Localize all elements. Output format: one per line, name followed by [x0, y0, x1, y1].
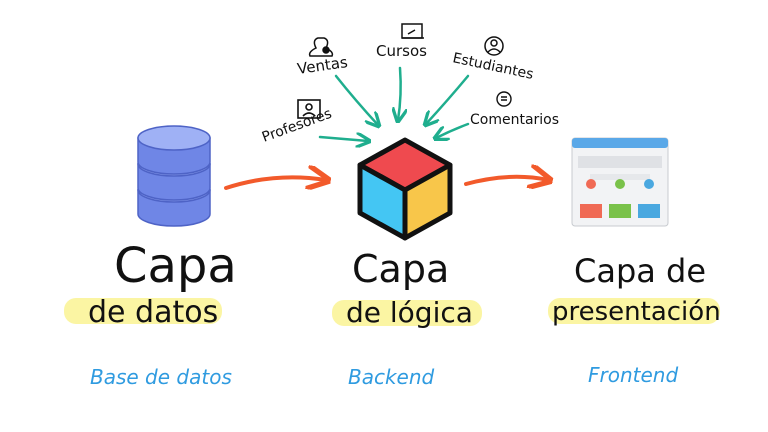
arrow-logica-to-presentacion — [464, 177, 548, 184]
layer-logica-title: Capa — [352, 247, 449, 291]
web-page-icon — [571, 137, 669, 227]
arrow-estudiantes — [426, 74, 470, 124]
arrow-profesores — [318, 137, 368, 141]
cube-icon — [357, 137, 453, 241]
highlight-logica — [332, 300, 482, 326]
arrow-datos-to-logica — [224, 177, 326, 188]
module-label-profesores: Profesores — [260, 106, 334, 146]
presentation-board-icon — [401, 23, 424, 39]
database-icon — [137, 125, 211, 227]
arrow-comentarios — [436, 122, 470, 138]
module-label-comentarios: Comentarios — [470, 112, 559, 128]
money-bag-icon — [308, 37, 334, 57]
layer-presentacion-subtitle: presentación — [552, 297, 721, 327]
layer-datos-subtitle: de datos — [88, 295, 218, 330]
module-label-cursos: Cursos — [376, 42, 427, 60]
tech-label-base-de-datos: Base de datos — [90, 365, 232, 389]
highlight-datos — [64, 298, 222, 324]
arrow-ventas — [334, 74, 378, 125]
user-profile-icon — [484, 36, 504, 56]
teacher-board-icon — [297, 99, 321, 119]
arrow-cursos — [398, 66, 401, 120]
layer-presentacion-title: Capa de — [574, 252, 706, 290]
tech-label-frontend: Frontend — [588, 363, 678, 387]
tech-label-backend: Backend — [348, 365, 435, 389]
module-label-ventas: Ventas — [296, 53, 349, 78]
layer-logica-subtitle: de lógica — [346, 296, 473, 329]
highlight-presentacion — [548, 298, 720, 324]
layer-datos-title: Capa — [114, 238, 237, 294]
comment-bubble-icon — [496, 91, 512, 107]
